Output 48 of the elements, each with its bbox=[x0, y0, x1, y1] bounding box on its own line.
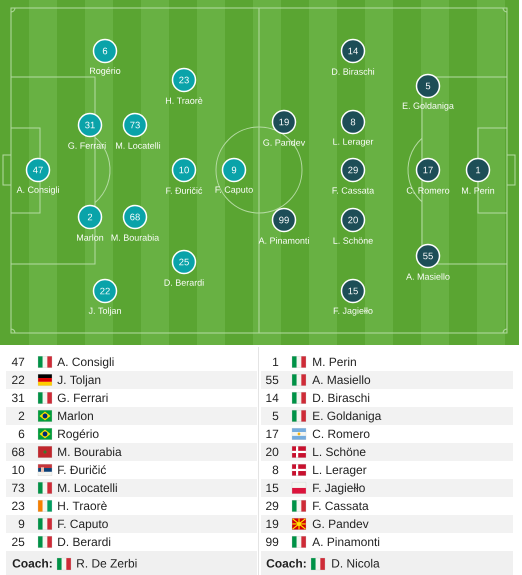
shirt-number: 29 bbox=[266, 502, 278, 510]
shirt-number: 99 bbox=[266, 538, 278, 546]
player-name: D. Biraschi bbox=[313, 393, 370, 402]
shirt-number: 10 bbox=[12, 466, 24, 474]
player-name: F. Jagiełło bbox=[313, 483, 365, 494]
player-name: F. Cassata bbox=[313, 502, 369, 510]
shirt-number: 23 bbox=[12, 502, 24, 510]
shirt-number: 8 bbox=[272, 466, 278, 474]
player-name: M. Bourabia bbox=[58, 447, 122, 456]
player-name: F. Caputo bbox=[58, 520, 108, 530]
player-name: F. Đuričić bbox=[58, 465, 106, 474]
shirt-number: 6 bbox=[18, 430, 24, 438]
shirt-number: 17 bbox=[266, 430, 278, 438]
coach-label: Coach: bbox=[12, 558, 52, 568]
player-name: E. Goldaniga bbox=[313, 411, 382, 422]
coach-label: Coach: bbox=[266, 558, 306, 568]
player-name: G. Ferrari bbox=[58, 393, 108, 402]
player-name: Rogério bbox=[58, 429, 99, 440]
player-name: Marlon bbox=[58, 411, 93, 420]
shirt-number: 2 bbox=[18, 412, 24, 420]
shirt-number: 20 bbox=[266, 448, 278, 456]
shirt-number: 31 bbox=[12, 394, 24, 402]
player-name: H. Traorè bbox=[58, 501, 107, 510]
player-name: L. Schöne bbox=[313, 447, 366, 456]
shirt-number: 47 bbox=[12, 358, 24, 366]
coach-name: R. De Zerbi bbox=[77, 558, 136, 568]
shirt-number: 55 bbox=[266, 376, 278, 384]
shirt-number: 1 bbox=[273, 358, 278, 366]
player-name: A. Pinamonti bbox=[312, 537, 380, 546]
shirt-number: 15 bbox=[266, 484, 278, 492]
shirt-number: 73 bbox=[12, 484, 24, 492]
player-name: C. Romero bbox=[312, 430, 370, 438]
coach-name: D. Nicola bbox=[332, 558, 380, 568]
shirt-number: 9 bbox=[18, 520, 24, 528]
shirt-number: 14 bbox=[266, 394, 278, 402]
player-name: J. Toljan bbox=[57, 375, 100, 386]
player-name: L. Lerager bbox=[313, 466, 366, 476]
shirt-number: 68 bbox=[12, 448, 24, 456]
player-name: A. Consigli bbox=[57, 357, 114, 368]
shirt-number: 19 bbox=[266, 520, 278, 528]
player-name: G. Pandev bbox=[312, 519, 369, 528]
player-name: M. Perin bbox=[313, 357, 356, 366]
player-name: A. Masiello bbox=[312, 375, 370, 384]
shirt-number: 5 bbox=[272, 412, 278, 420]
player-name: M. Locatelli bbox=[58, 483, 117, 492]
player-name: D. Berardi bbox=[58, 537, 110, 546]
shirt-number: 25 bbox=[12, 538, 24, 546]
shirt-number: 22 bbox=[12, 376, 24, 384]
